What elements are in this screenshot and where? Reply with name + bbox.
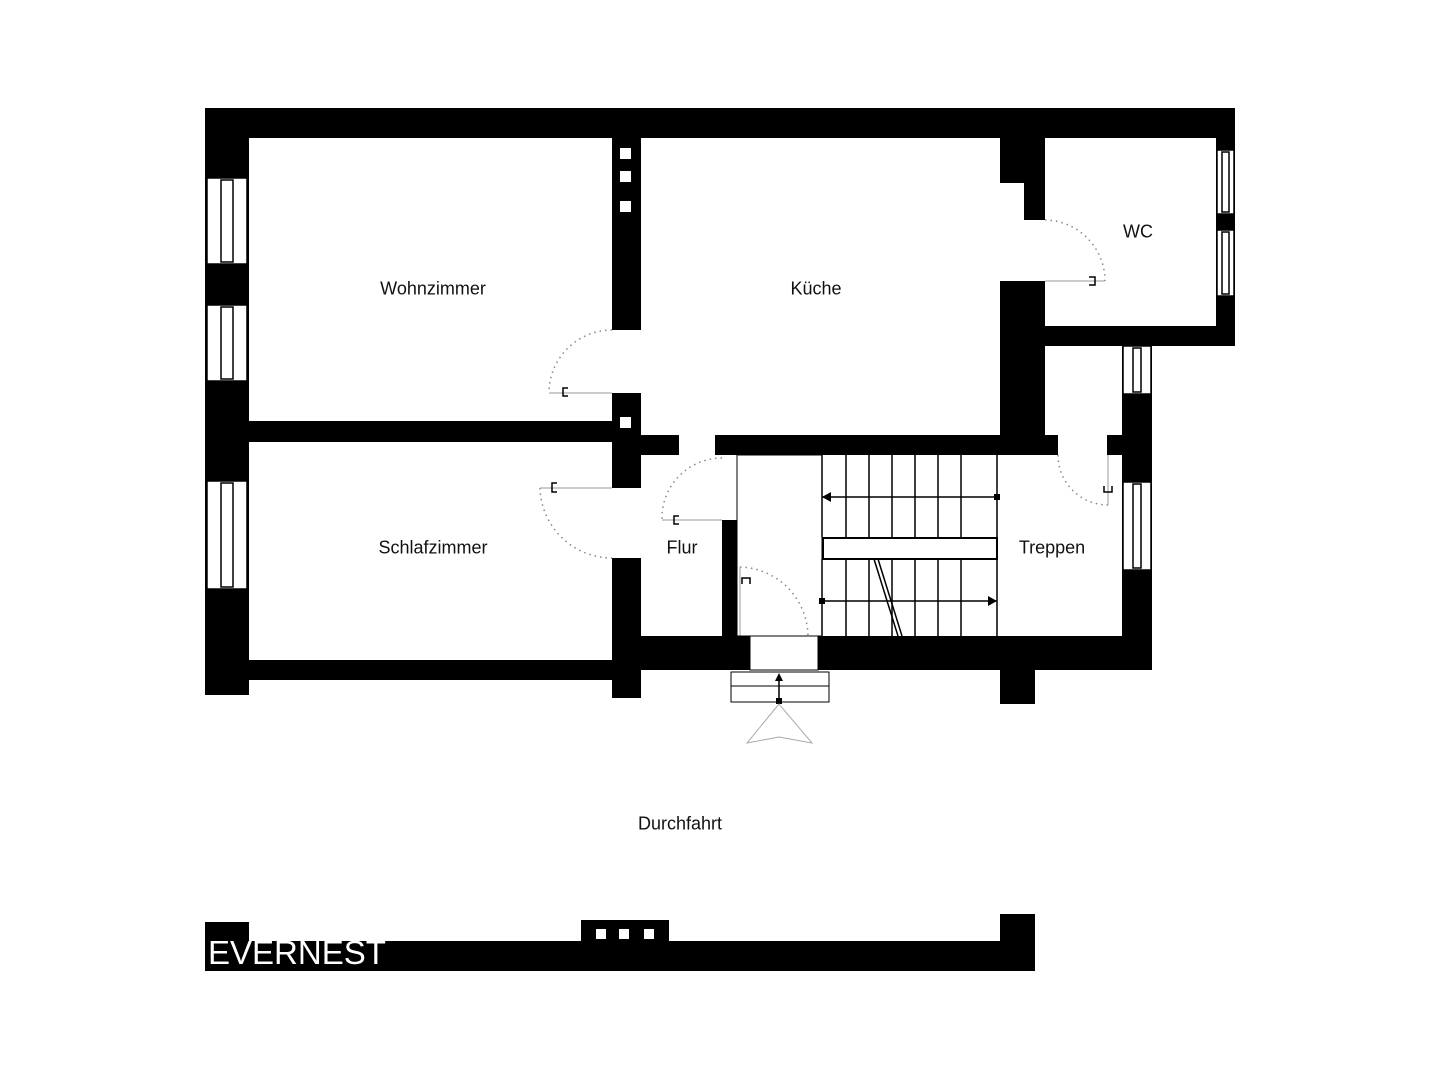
walls: [205, 108, 1235, 704]
chimney-flues: [620, 148, 631, 428]
staircase: [736, 454, 1000, 637]
room-label-treppen: Treppen: [1018, 537, 1086, 558]
outside-label-durchfahrt: Durchfahrt: [637, 813, 723, 834]
windows: [206, 149, 1235, 590]
bottom-wall: [205, 914, 1035, 971]
room-label-flur: Flur: [666, 537, 698, 558]
room-label-wc: WC: [1123, 221, 1153, 242]
room-label-kueche: Küche: [790, 278, 842, 299]
entry-steps: [730, 635, 830, 744]
doors: [539, 219, 1113, 637]
brand-logo: EVERNEST: [208, 934, 386, 971]
room-label-schlafzimmer: Schlafzimmer: [378, 537, 488, 558]
room-label-wohnzimmer: Wohnzimmer: [380, 278, 486, 299]
